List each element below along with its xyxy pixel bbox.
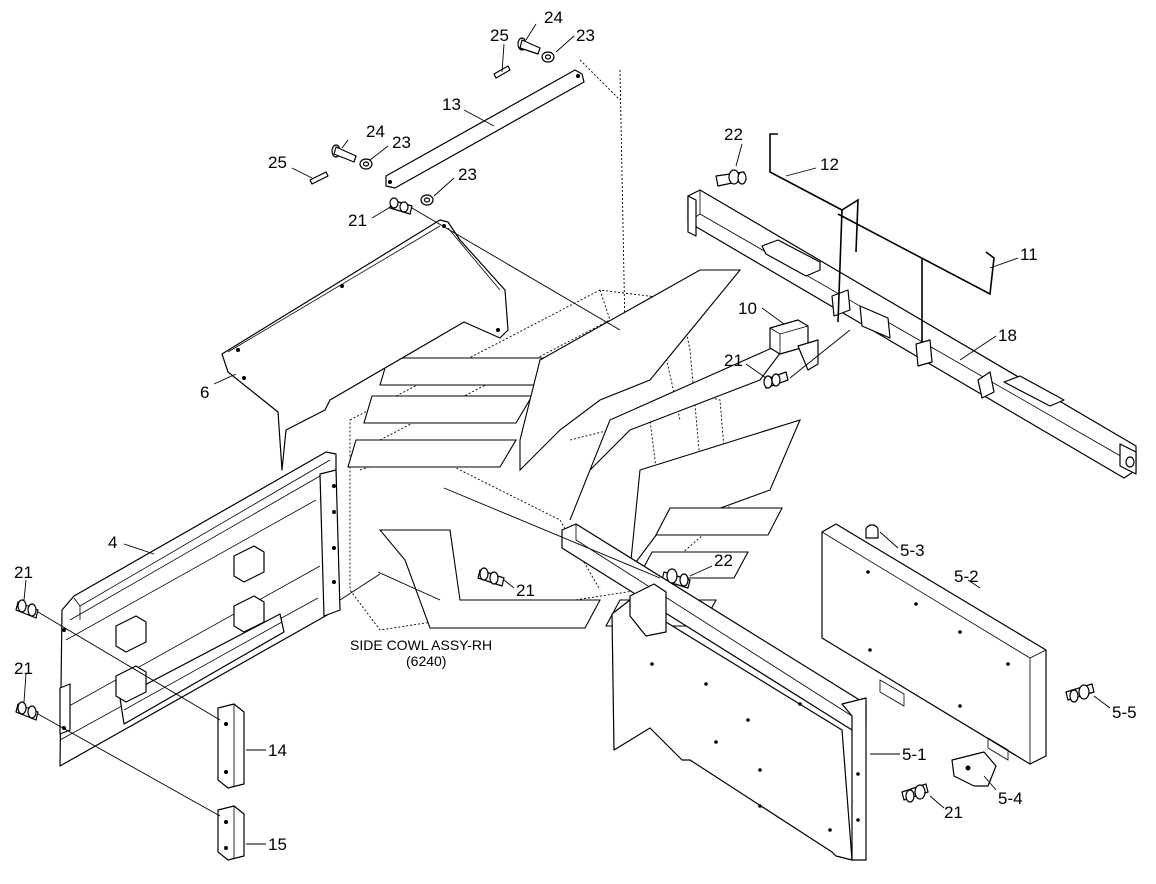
callout-14: 14 [268,741,287,760]
leader-lines [23,23,1111,845]
callout-5-5: 5-5 [1112,703,1137,722]
bolt-21-left-top [15,599,39,619]
callout-25-top: 25 [490,26,509,45]
cotter-pin-25-mid [309,171,329,185]
watermark-logo [347,269,801,629]
callout-24-top: 24 [544,8,563,27]
washer-23-top [541,51,555,63]
callout-10: 10 [738,299,757,318]
bolt-21-center [477,567,505,587]
bolt-22-right [715,169,747,187]
bolt-5-5 [1065,683,1095,703]
callout-25-mid: 25 [268,153,287,172]
callout-15: 15 [268,835,287,854]
upper-cover-6 [221,219,509,471]
cross-beam-18 [687,189,1137,479]
reference-caption: SIDE COWL ASSY-RH (6240) [350,637,492,669]
pad-5-2 [821,523,1047,765]
callout-21-left-bottom: 21 [14,659,33,678]
callout-21-upper: 21 [348,211,367,230]
bolt-21-right [763,371,789,389]
callout-23-top: 23 [576,26,595,45]
lower-panel-5-1 [561,523,867,861]
bracket-10 [769,319,819,371]
callout-18: 18 [998,326,1017,345]
callout-5-3: 5-3 [900,541,925,560]
washer-23-low [420,194,434,206]
callout-21-center: 21 [516,581,535,600]
pin-24-top [517,37,541,55]
callout-24-mid: 24 [366,122,385,141]
bolt-21-upper [389,197,413,215]
callout-21-bottom-right: 21 [944,803,963,822]
callout-6: 6 [200,383,209,402]
bracket-5-4 [951,751,997,787]
callout-22-center: 22 [714,551,733,570]
callout-12: 12 [820,155,839,174]
callout-4: 4 [108,533,117,552]
callout-5-1: 5-1 [902,745,927,764]
callout-5-4: 5-4 [998,789,1023,808]
callout-23-low: 23 [458,165,477,184]
rod-12 [769,133,859,323]
callout-5-2: 5-2 [954,567,979,586]
callout-21-right: 21 [724,351,743,370]
callout-21-left-top: 21 [14,563,33,582]
strut-bar-13 [385,69,585,189]
caption-code: (6240) [406,653,446,669]
callout-11: 11 [1020,245,1038,264]
washer-23-mid [359,158,373,170]
bracket-14 [217,703,245,789]
callout-labels: 25 24 23 13 24 23 25 23 21 6 22 12 11 10… [14,8,1137,854]
callout-22-right: 22 [724,125,743,144]
pin-24-mid [331,144,357,163]
rod-11 [837,213,995,342]
callout-13: 13 [442,95,461,114]
bracket-15 [217,805,245,861]
side-panel-4 [59,451,341,767]
caption-title: SIDE COWL ASSY-RH [350,637,492,653]
clip-5-3 [865,524,879,539]
callout-23-mid: 23 [392,133,411,152]
bolt-21-bottom-right [901,783,929,803]
bolt-21-left-bottom [15,701,39,721]
